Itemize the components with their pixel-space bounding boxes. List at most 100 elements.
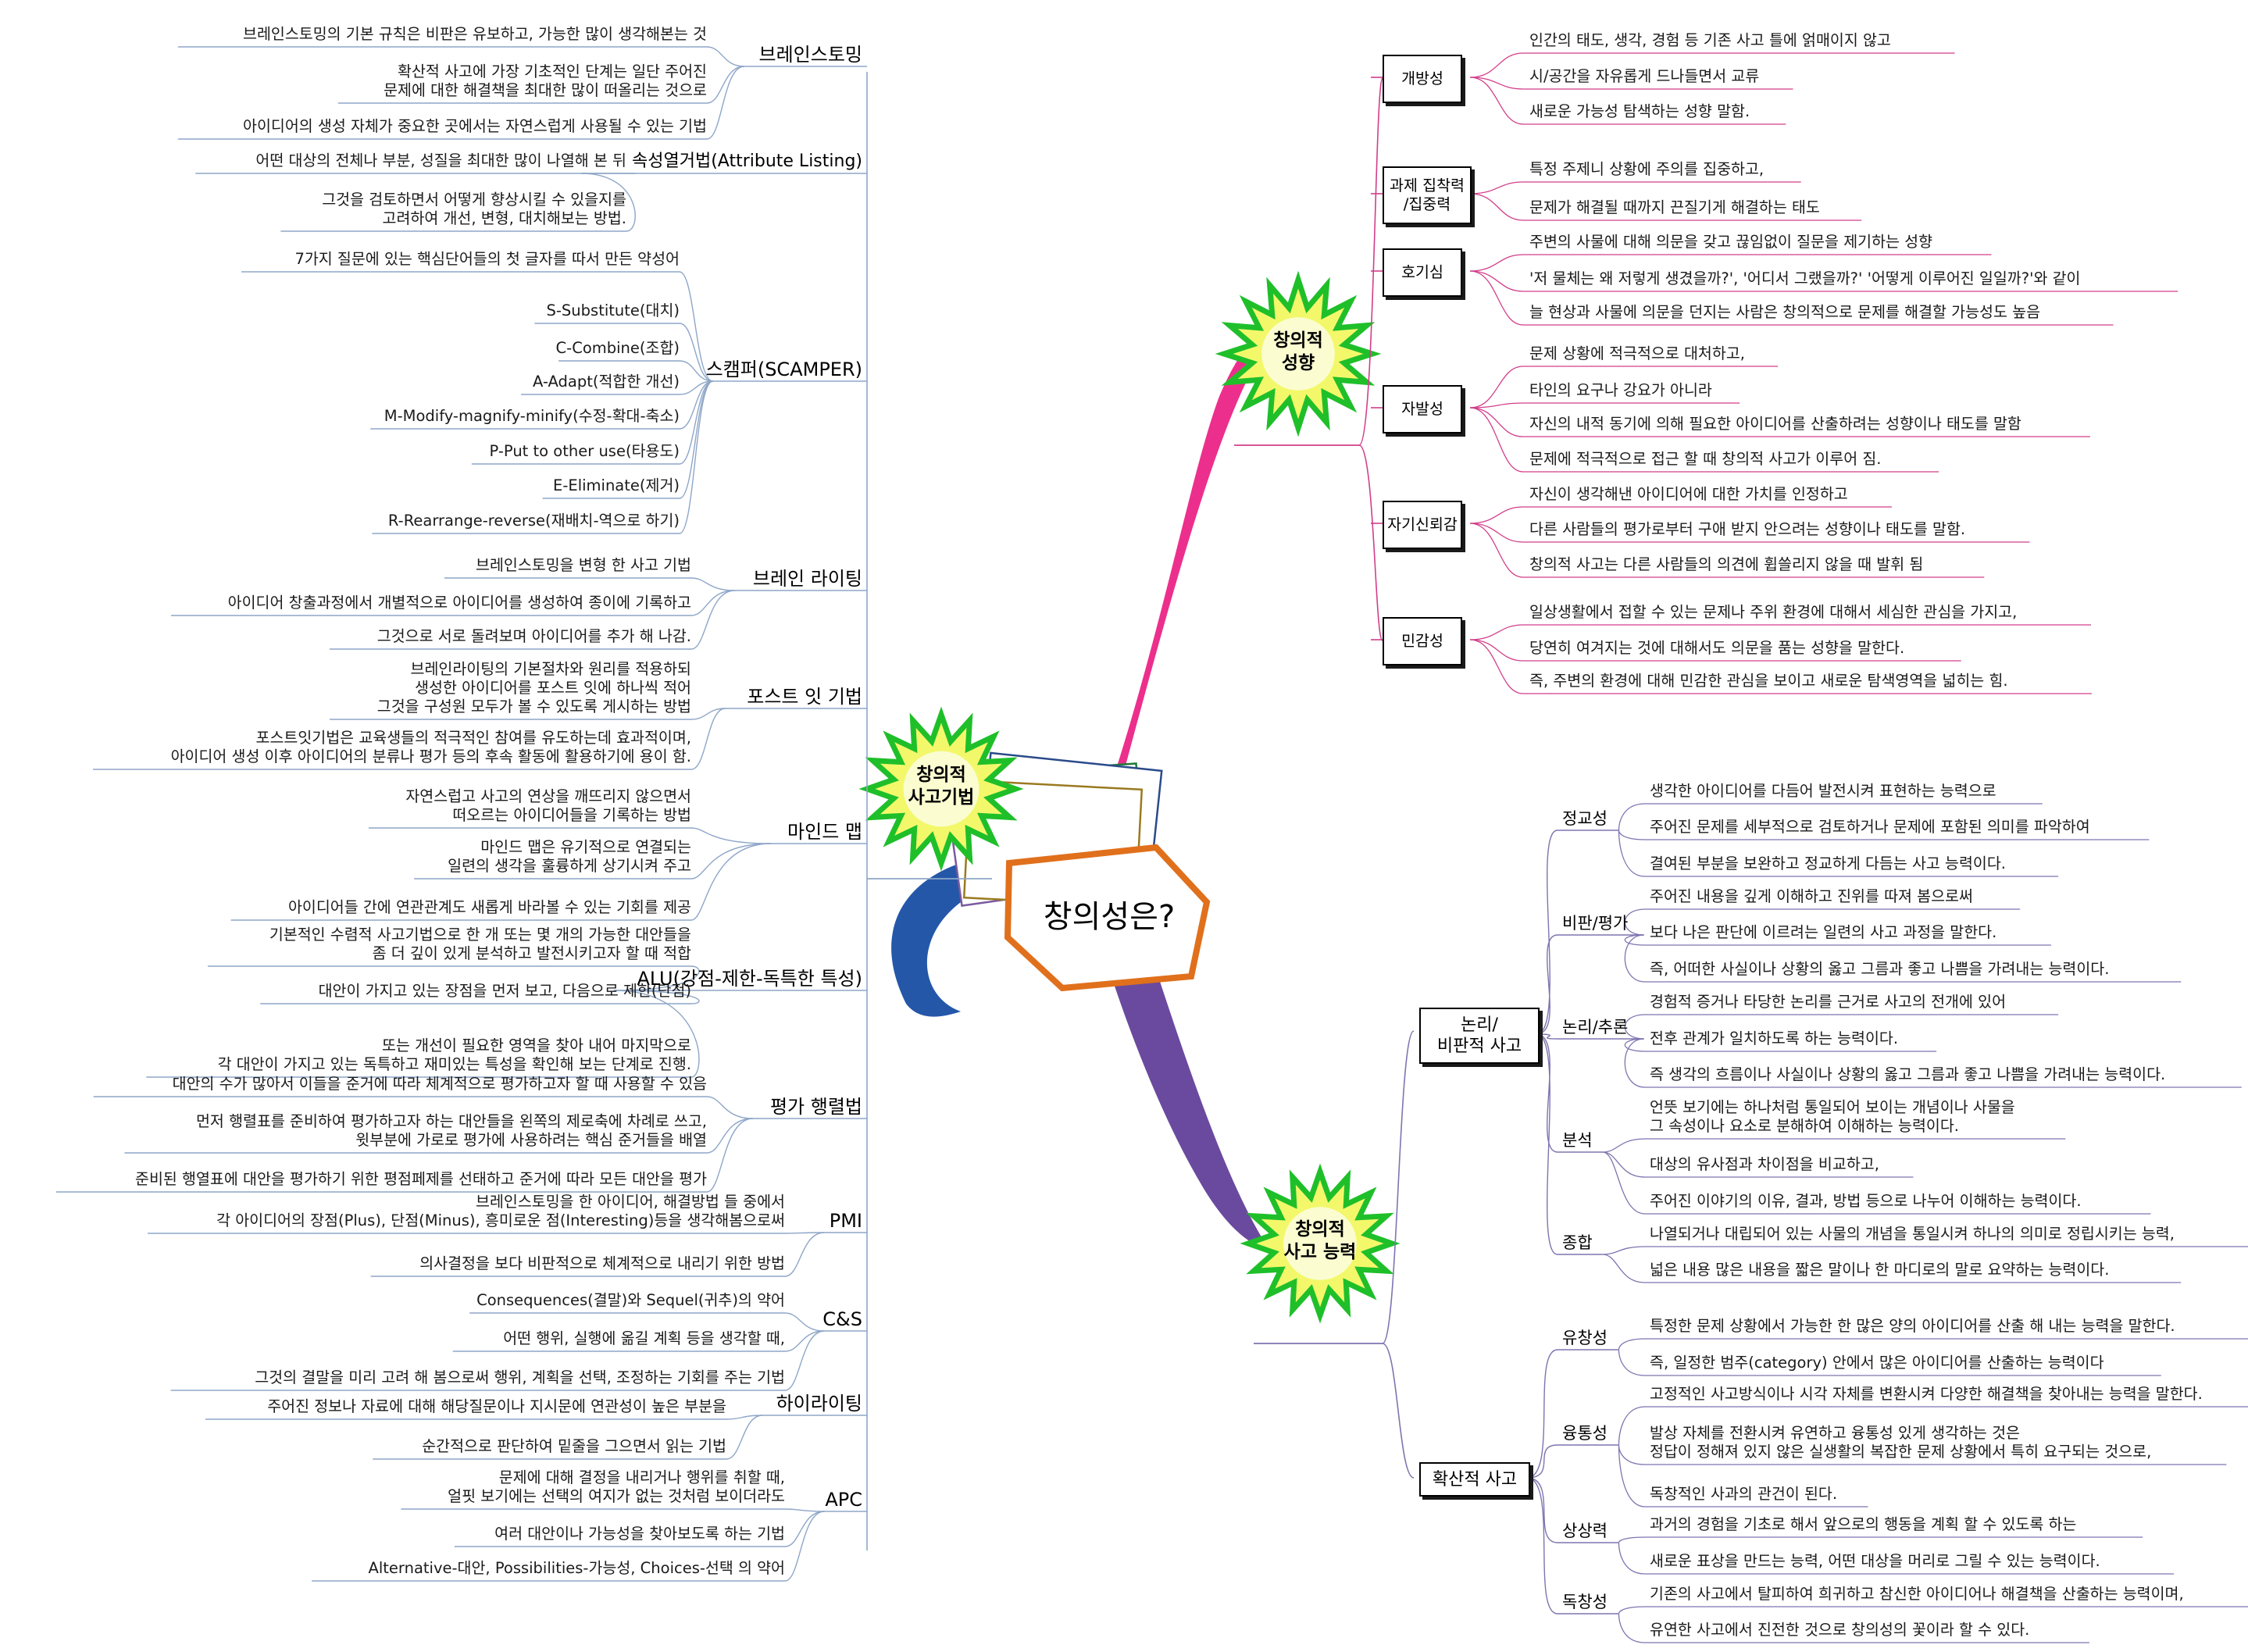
technique-leaf-connector (454, 1511, 825, 1547)
technique-leaf-text: 문제에 대한 해결책을 최대한 많이 떠올리는 것으로 (384, 81, 707, 99)
ability-leaf-text: 그 속성이나 요소로 분해하여 이해하는 능력이다. (1650, 1117, 1959, 1135)
central-frame (1004, 844, 1211, 992)
tendency-trunk-bottom (1358, 444, 1383, 641)
tendency-node-1[interactable]: 과제 집착력/집중력 (1383, 166, 1472, 224)
techniques-star-core (903, 751, 979, 827)
technique-branch-6[interactable]: ALU(강점-제한-독특한 특성) (637, 968, 862, 990)
ability-leaf-text: 고정적인 사고방식이나 시각 자체를 변환시켜 다양한 해결책을 찾아내는 능력… (1650, 1385, 2203, 1403)
tendency-leaf-connector (1469, 270, 2178, 292)
ability-leaf-connector (1618, 1406, 2248, 1446)
tendency-node-4[interactable]: 자기신뢰감 (1383, 501, 1462, 549)
technique-leaf-connector (230, 843, 772, 921)
technique-leaf-connector (124, 1118, 753, 1154)
technique-leaf-connector (260, 990, 700, 1004)
technique-leaf-connector (280, 173, 636, 232)
ability-category-0-0[interactable]: 정교성 (1562, 809, 1607, 828)
ability-leaf-connector (1618, 1444, 1868, 1507)
technique-leaf-text: R-Rearrange-reverse(재배치-역으로 하기) (387, 512, 680, 530)
ability-leaf-text: 즉 생각의 흐름이나 사실이나 상황의 옳고 그름과 좋고 나쁨을 가려내는 능… (1650, 1065, 2166, 1083)
technique-leaf-connector (368, 827, 772, 844)
tendency-node-3[interactable]: 자발성 (1383, 385, 1462, 434)
ability-category-0-1[interactable]: 비판/평가 (1562, 914, 1629, 933)
tendency-node-label-line: 개방성 (1401, 70, 1443, 87)
technique-leaf-text: A-Adapt(적합한 개선) (533, 373, 680, 391)
ability-trunk-top (1382, 1030, 1415, 1344)
techniques-label-line: 창의적 (916, 765, 966, 785)
technique-leaf-text: 어떤 대상의 전체나 부분, 성질을 최대한 많이 나열해 본 뒤 (255, 152, 626, 169)
technique-leaf-connector (372, 380, 713, 534)
ability-leaf-connector (1602, 1151, 2151, 1215)
ability-group-0[interactable]: 논리/비판적 사고 (1419, 1008, 1540, 1064)
technique-leaf-text: 문제에 대해 결정을 내리거나 행위를 취할 때, (498, 1468, 785, 1486)
ability-category-connector (1536, 1033, 1603, 1255)
tendency-node-label-line: 호기심 (1401, 263, 1443, 281)
technique-branch-7[interactable]: 평가 행렬법 (769, 1096, 862, 1118)
technique-branch-1[interactable]: 속성열거법(Attribute Listing) (632, 152, 862, 171)
technique-leaf-connector (542, 380, 713, 499)
technique-leaf-connector (55, 1118, 753, 1193)
tendency-node-label-line: 자기신뢰감 (1387, 516, 1458, 533)
ability-leaf-text: 발상 자체를 전환시켜 유연하고 융통성 있게 생각하는 것은 (1650, 1424, 2020, 1442)
ability-category-connector (1526, 1477, 1619, 1615)
central-title[interactable]: 창의성은? (1043, 899, 1176, 935)
technique-leaf-text: 그것의 결말을 미리 고려 해 봄으로써 행위, 계획을 선택, 조정하는 기회… (255, 1368, 785, 1386)
technique-branch-4[interactable]: 포스트 잇 기법 (747, 686, 862, 708)
technique-leaf-connector (330, 590, 735, 650)
tendency-curve (1090, 334, 1273, 855)
tendency-trunk-top (1358, 77, 1383, 446)
technique-leaf-connector (330, 708, 726, 720)
technique-branch-2[interactable]: 스캠퍼(SCAMPER) (705, 359, 862, 380)
ability-category-0-4[interactable]: 종합 (1562, 1233, 1593, 1252)
ability-leaf-connector (1624, 1038, 1937, 1052)
ability-leaf-text: 주어진 문제를 세부적으로 검토하거나 문제에 포함된 의미를 파악하여 (1650, 818, 2090, 836)
technique-leaf-text: 일련의 생각을 훌륭하게 상기시켜 주고 (448, 857, 691, 875)
tendency-leaf-connector (1469, 639, 1961, 662)
ability-category-1-3[interactable]: 독창성 (1562, 1593, 1607, 1611)
ability-category-1-1[interactable]: 융통성 (1562, 1424, 1607, 1443)
technique-branch-5[interactable]: 마인드 맵 (787, 821, 862, 843)
ability-category-1-0[interactable]: 유창성 (1562, 1329, 1607, 1347)
technique-leaf-text: 그것으로 서로 돌려보며 아이디어를 추가 해 나감. (376, 627, 691, 645)
ability-leaf-text: 주어진 이야기의 이유, 결과, 방법 등으로 나누어 이해하는 능력이다. (1650, 1192, 2082, 1210)
ability-leaf-text: 나열되거나 대립되어 있는 사물의 개념을 통일시켜 하나의 의미로 정립시키는… (1650, 1225, 2175, 1243)
ability-leaf-text: 즉, 어떠한 사실이나 상황의 옳고 그름과 좋고 나쁨을 가려내는 능력이다. (1650, 960, 2110, 978)
tendency-node-0[interactable]: 개방성 (1383, 55, 1462, 103)
ability-category-0-2[interactable]: 논리/추론 (1562, 1018, 1629, 1037)
ability-leaf-text: 특정한 문제 상황에서 가능한 한 많은 양의 아이디어를 산출 해 내는 능력… (1650, 1317, 2175, 1335)
ability-trunk-bottom (1382, 1343, 1415, 1479)
technique-branch-9[interactable]: C&S (822, 1308, 862, 1330)
tendency-node-label-line: 민감성 (1401, 632, 1443, 650)
technique-leaf-connector (414, 843, 772, 880)
technique-branch-11[interactable]: APC (825, 1489, 862, 1511)
ability-leaf-text: 생각한 아이디어를 다듬어 발전시켜 표현하는 능력으로 (1650, 782, 1996, 800)
tendency-leaf-text: 늘 현상과 사물에 의문을 던지는 사람은 창의적으로 문제를 해결할 가능성도… (1529, 303, 2041, 321)
ability-group-label: 논리/비판적 사고 (1437, 1015, 1522, 1057)
technique-leaf-connector (521, 380, 713, 395)
technique-leaf-connector (444, 577, 735, 591)
technique-leaf-text: 확산적 사고에 가장 기초적인 단계는 일단 주어진 (398, 62, 707, 80)
tendency-leaf-text: 자신의 내적 동기에 의해 필요한 아이디어를 산출하려는 성향이나 태도를 말… (1529, 415, 2021, 433)
tendency-leaf-text: 다른 사람들의 평가로부터 구애 받지 안으려는 성향이나 태도를 말함. (1529, 520, 1966, 538)
technique-leaf-text: M-Modify-magnify-minify(수정-확대-축소) (384, 407, 680, 425)
tendency-leaf-connector (1469, 77, 1786, 125)
technique-branch-10[interactable]: 하이라이팅 (776, 1393, 862, 1415)
tendency-leaf-text: 일상생활에서 접할 수 있는 문제나 주위 환경에 대해서 세심한 관심을 가지… (1529, 603, 2018, 621)
tendency-leaf-connector (1469, 52, 1955, 78)
technique-branch-3[interactable]: 브레인 라이팅 (752, 568, 862, 590)
ability-category-0-3[interactable]: 분석 (1562, 1131, 1593, 1150)
ability-category-connector (1536, 934, 1644, 1035)
tendency-node-5[interactable]: 민감성 (1383, 617, 1462, 665)
ability-group-1[interactable]: 확산적 사고 (1419, 1462, 1530, 1497)
technique-leaf-connector (469, 1312, 825, 1332)
technique-leaf-connector (241, 271, 713, 382)
technique-branch-0[interactable]: 브레인스토밍 (758, 44, 862, 66)
technique-leaf-text: 대안의 수가 많아서 이들을 준거에 따라 체계적으로 평가하고자 할 때 사용… (172, 1075, 707, 1093)
ability-category-connector (1536, 830, 1619, 1035)
ability-star-core (1283, 1207, 1357, 1280)
ability-category-1-2[interactable]: 상상력 (1562, 1522, 1607, 1540)
technique-leaf-text: 얼핏 보기에는 선택의 여지가 없는 것처럼 보이더라도 (448, 1487, 785, 1505)
tendency-node-2[interactable]: 호기심 (1383, 248, 1462, 297)
technique-branch-8[interactable]: PMI (829, 1210, 862, 1232)
ability-group-label-line: 확산적 사고 (1432, 1469, 1518, 1490)
